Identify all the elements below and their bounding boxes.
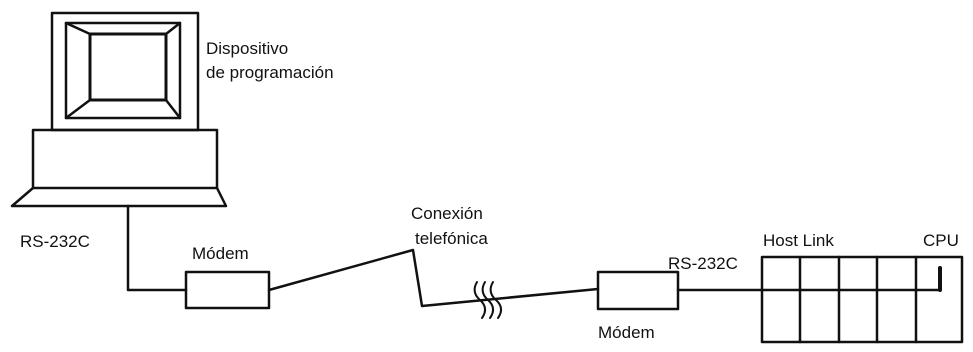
label-rs232c-right: RS-232C: [668, 254, 738, 273]
plc-rack: [760, 255, 964, 344]
line-break-marks: [473, 281, 502, 319]
computer-base: [10, 128, 228, 208]
label-rs232c-left: RS-232C: [20, 232, 90, 251]
label-phone-line1: Conexión: [411, 204, 483, 223]
modem-right: [596, 270, 680, 311]
label-programming-device-line2: de programación: [206, 63, 334, 82]
cable-computer-to-modem: [126, 204, 188, 292]
telephone-line: [267, 248, 600, 308]
label-modem-left: Módem: [192, 244, 249, 263]
label-phone-line2: telefónica: [415, 229, 488, 248]
label-modem-right: Módem: [598, 323, 655, 342]
modem-left: [184, 270, 271, 310]
label-programming-device-line1: Dispositivo: [206, 39, 289, 58]
computer-monitor: [50, 11, 200, 132]
label-host-link: Host Link: [763, 231, 834, 250]
label-cpu: CPU: [923, 231, 959, 250]
